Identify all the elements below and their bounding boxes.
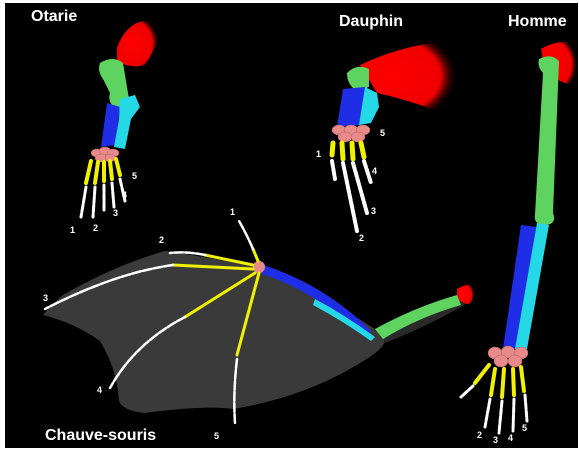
- dauphin-phalanges: [332, 161, 371, 231]
- homme-digit-2: 2: [477, 430, 482, 440]
- homme-limb: [461, 42, 578, 433]
- homme-digit-5: 5: [522, 423, 527, 433]
- dauphin-digit-4: 4: [372, 166, 377, 176]
- chauve-souris-digit-4: 4: [97, 385, 102, 395]
- dauphin-carpals: [332, 125, 370, 142]
- label-dauphin: Dauphin: [339, 13, 403, 31]
- dauphin-digit-3: 3: [371, 206, 376, 216]
- chauve-souris-digit-1: 1: [230, 207, 235, 217]
- dauphin-metacarpals: [332, 143, 364, 159]
- chauve-souris-limb: [43, 221, 475, 423]
- otarie-scapula: [117, 21, 160, 66]
- chauve-souris-digit-5: 5: [214, 431, 219, 441]
- otarie-digit-5: 5: [132, 171, 137, 181]
- chauve-souris-carpals: [253, 261, 265, 273]
- dauphin-digit-5: 5: [380, 128, 385, 138]
- otarie-digit-3: 3: [113, 208, 118, 218]
- homme-digit-4: 4: [508, 433, 513, 443]
- label-otarie: Otarie: [31, 8, 77, 26]
- otarie-digit-4: 4: [122, 190, 127, 200]
- homme-metacarpals: [475, 365, 524, 397]
- label-chauve-souris: Chauve-souris: [45, 427, 156, 445]
- chauve-souris-digit-2: 2: [159, 235, 164, 245]
- otarie-limb: [81, 21, 160, 217]
- otarie-phalanges: [81, 179, 125, 217]
- homme-humerus: [535, 56, 559, 225]
- dauphin-digit-2: 2: [359, 233, 364, 243]
- chauve-souris-wing-membrane: [43, 251, 385, 413]
- dauphin-limb: [332, 41, 458, 231]
- otarie-metacarpals: [86, 159, 120, 183]
- chauve-souris-digit-3: 3: [43, 293, 48, 303]
- chauve-souris-humerus: [375, 295, 461, 339]
- homme-phalanges: [461, 386, 527, 433]
- otarie-digit-2: 2: [93, 223, 98, 233]
- homology-diagram: Otarie Dauphin Homme Chauve-souris 1 2 3…: [5, 3, 578, 448]
- dauphin-digit-1: 1: [316, 149, 321, 159]
- label-homme: Homme: [508, 13, 567, 31]
- homme-carpals: [488, 346, 528, 367]
- otarie-digit-1: 1: [70, 225, 75, 235]
- forelimb-skeletons: [5, 3, 578, 448]
- homme-digit-3: 3: [493, 435, 498, 445]
